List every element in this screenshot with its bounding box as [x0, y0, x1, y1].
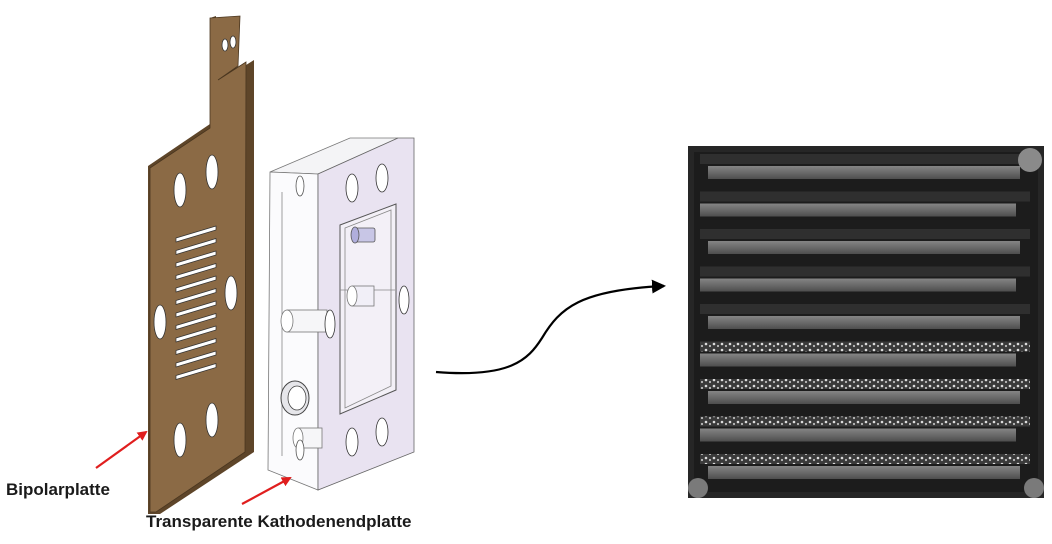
channel-land [708, 166, 1020, 179]
channel-land [708, 241, 1020, 254]
bipolar-plate-label: Bipolarplatte [6, 480, 110, 499]
bolt-hole [205, 154, 219, 190]
cathode-end-plate [267, 137, 415, 491]
corner-bolt [1018, 148, 1042, 172]
channel-land [700, 428, 1016, 442]
bolt-hole [345, 427, 359, 457]
port-tube [292, 427, 323, 449]
channel-land [708, 466, 1020, 479]
channel-gap [700, 304, 1030, 314]
corner-bolt [688, 478, 708, 498]
bolt-hole [398, 285, 410, 315]
serpentine-channels [700, 154, 1030, 479]
bolt-hole [153, 304, 167, 340]
flow-slot [175, 300, 217, 318]
port-tube [346, 285, 375, 307]
bolt-hole [324, 309, 336, 339]
flow-slots [175, 225, 217, 380]
cathode-end-plate-label: Transparente Kathodenendplatte [146, 512, 412, 531]
cathode-pointer-arrow [241, 477, 292, 505]
flow-slot [175, 313, 217, 330]
channel-land [700, 203, 1016, 217]
bipolar-plate [148, 15, 254, 514]
channel-gap [700, 191, 1030, 202]
flow-slot [175, 225, 217, 243]
flow-slot [175, 325, 217, 343]
channel-gap [700, 229, 1030, 239]
port-tube [280, 309, 328, 333]
bolt-hole [375, 163, 389, 193]
bolt-hole [224, 275, 238, 311]
tab-hole [229, 35, 237, 49]
curved-transition-arrow [435, 279, 666, 375]
flow-slot [175, 250, 217, 268]
corner-bolt [1024, 478, 1044, 498]
port-tube [350, 226, 376, 244]
channel-gap [700, 379, 1030, 389]
flow-slot [175, 363, 217, 380]
channel-gap [700, 416, 1030, 427]
tab-hole [221, 38, 229, 52]
flow-slot [175, 263, 217, 280]
bolt-hole [173, 422, 187, 458]
channel-land [708, 391, 1020, 404]
bolt-hole [173, 172, 187, 208]
channel-gap [700, 341, 1030, 352]
flow-slot [175, 338, 217, 355]
channel-land [700, 353, 1016, 367]
bolt-hole [205, 402, 219, 438]
bolt-hole [345, 173, 359, 203]
channel-land [700, 278, 1016, 292]
port-tube [280, 380, 310, 416]
bipolar-pointer-arrow [95, 430, 148, 469]
channel-gap [700, 454, 1030, 464]
flow-slot [175, 350, 217, 368]
flow-slot [175, 288, 217, 305]
bolt-hole [375, 417, 389, 447]
channel-gap [700, 154, 1030, 164]
flow-field-photo [688, 146, 1044, 498]
flow-slot [175, 275, 217, 293]
flow-slot [175, 238, 217, 255]
channel-land [708, 316, 1020, 329]
channel-gap [700, 266, 1030, 277]
